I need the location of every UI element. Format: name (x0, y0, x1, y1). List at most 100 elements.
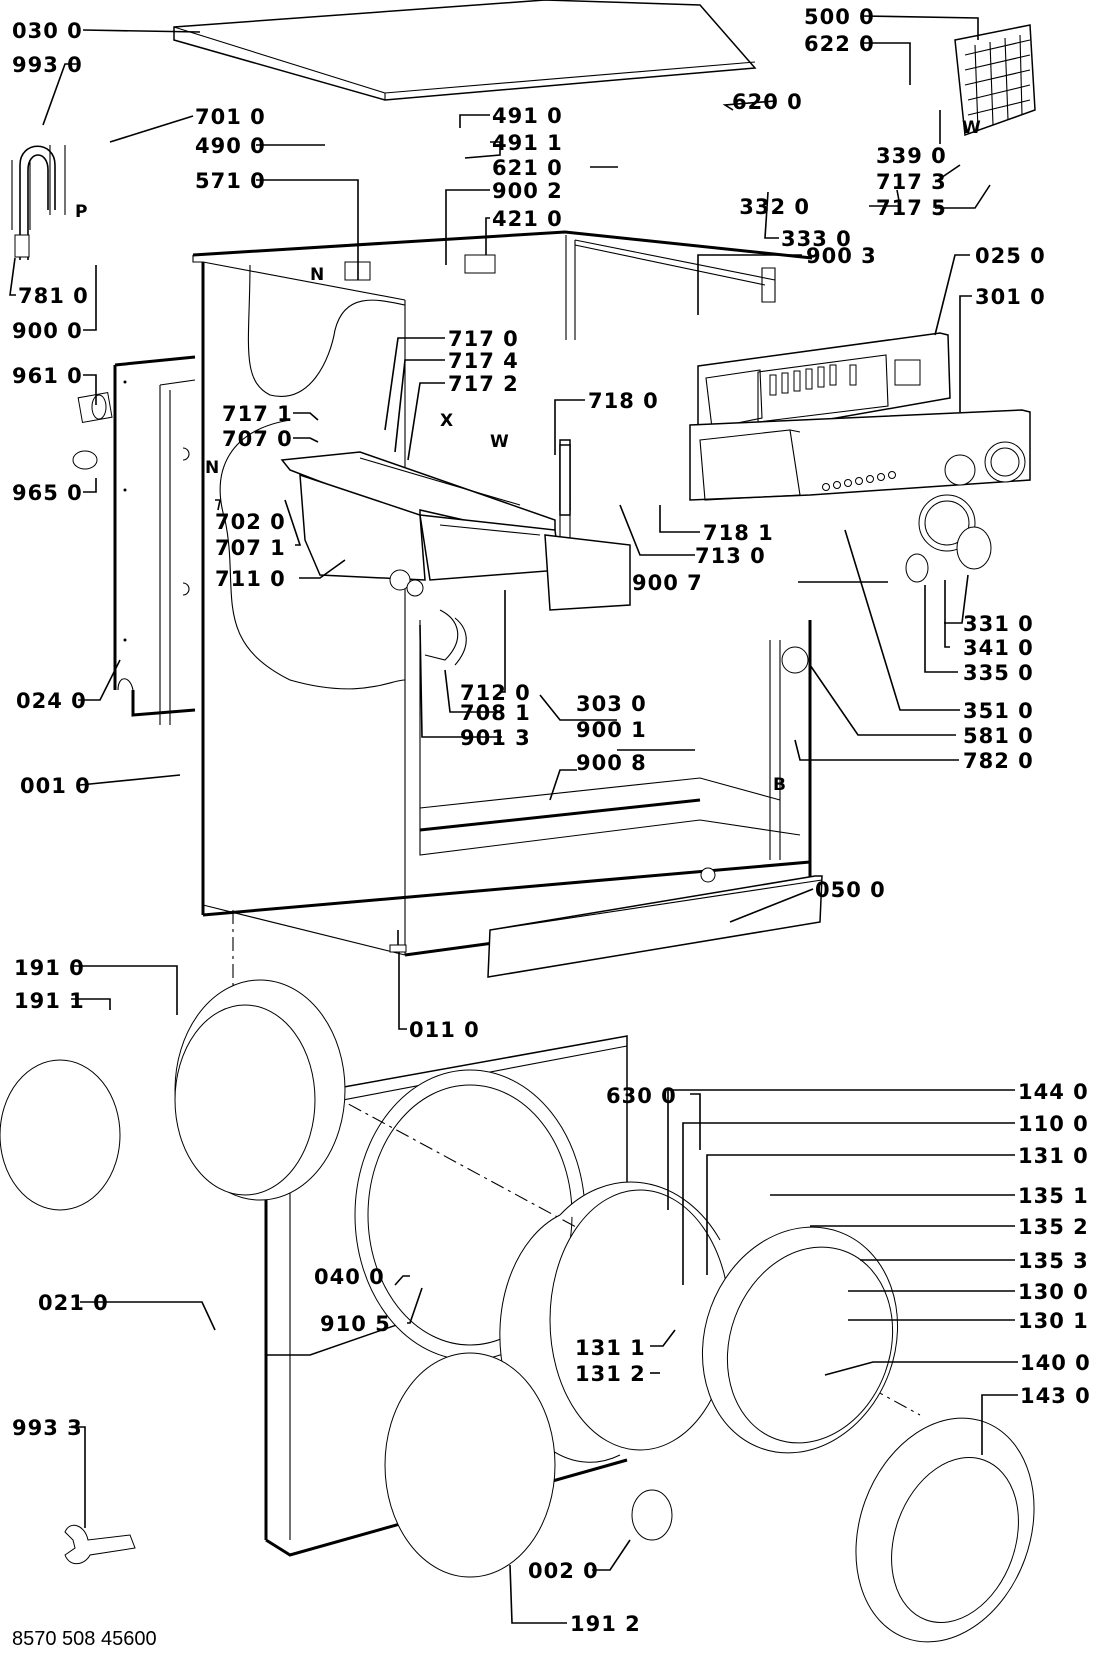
label-910-5: 910 5 (320, 1312, 391, 1336)
label-900-0: 900 0 (12, 319, 83, 343)
label-707-0: 707 0 (222, 427, 293, 451)
label-143-0: 143 0 (1020, 1384, 1091, 1408)
part-labels: 030 0 993 0 701 0 490 0 571 0 491 0 491 … (12, 5, 1091, 1636)
axis-line (229, 1039, 921, 1416)
label-782-0: 782 0 (963, 749, 1034, 773)
label-900-2: 900 2 (492, 179, 563, 203)
label-040-0: 040 0 (314, 1265, 385, 1289)
label-622-0: 622 0 (804, 32, 875, 56)
pump-filter (72, 391, 113, 470)
label-717-1: 717 1 (222, 402, 293, 426)
side-panel (113, 355, 196, 725)
label-341-0: 341 0 (963, 636, 1034, 660)
label-490-0: 490 0 (195, 134, 266, 158)
label-711-0: 711 0 (215, 567, 286, 591)
label-021-0: 021 0 (38, 1291, 109, 1315)
label-130-0: 130 0 (1018, 1280, 1089, 1304)
leader-lines (9, 15, 1018, 1624)
marker-letters: P N N X W W B (75, 118, 981, 795)
label-191-0: 191 0 (14, 956, 85, 980)
label-718-1: 718 1 (703, 521, 774, 545)
label-965-0: 965 0 (12, 481, 83, 505)
marker-n-inlet: N (205, 458, 219, 478)
label-011-0: 011 0 (409, 1018, 480, 1042)
door-glass (701, 1226, 899, 1454)
label-301-0: 301 0 (975, 285, 1046, 309)
label-110-0: 110 0 (1018, 1112, 1089, 1136)
label-131-0: 131 0 (1018, 1144, 1089, 1168)
control-panel-frame (697, 332, 951, 442)
detergent-dispenser (280, 451, 631, 611)
marker-b: B (773, 775, 786, 795)
label-993-3: 993 3 (12, 1416, 83, 1440)
label-331-0: 331 0 (963, 612, 1034, 636)
label-024-0: 024 0 (16, 689, 87, 713)
label-717-3: 717 3 (876, 170, 947, 194)
marker-n-valve: N (310, 265, 324, 285)
foot (389, 930, 407, 953)
document-number: 8570 508 45600 (12, 1628, 157, 1650)
door-seal (0, 979, 346, 1211)
label-332-0: 332 0 (739, 195, 810, 219)
label-581-0: 581 0 (963, 724, 1034, 748)
label-351-0: 351 0 (963, 699, 1034, 723)
water-valve (344, 254, 496, 281)
label-717-4: 717 4 (448, 349, 519, 373)
label-130-1: 130 1 (1018, 1309, 1089, 1333)
label-900-7: 900 7 (632, 571, 703, 595)
label-717-0: 717 0 (448, 327, 519, 351)
pressure-switch (781, 646, 809, 674)
marker-p: P (75, 202, 87, 222)
label-025-0: 025 0 (975, 244, 1046, 268)
label-050-0: 050 0 (815, 878, 886, 902)
label-708-1: 708 1 (460, 701, 531, 725)
label-191-2: 191 2 (570, 1612, 641, 1636)
label-718-0: 718 0 (588, 389, 659, 413)
label-335-0: 335 0 (963, 661, 1034, 685)
marker-x: X (440, 411, 453, 431)
label-900-8: 900 8 (576, 751, 647, 775)
inlet-hose (11, 145, 66, 260)
label-191-1: 191 1 (14, 989, 85, 1013)
kick-plate (487, 875, 823, 978)
label-717-2: 717 2 (448, 372, 519, 396)
label-144-0: 144 0 (1018, 1080, 1089, 1104)
label-140-0: 140 0 (1020, 1351, 1091, 1375)
label-303-0: 303 0 (576, 692, 647, 716)
label-900-3: 900 3 (806, 244, 877, 268)
label-620-0: 620 0 (732, 90, 803, 114)
label-135-1: 135 1 (1018, 1184, 1089, 1208)
label-339-0: 339 0 (876, 144, 947, 168)
label-901-3: 901 3 (460, 726, 531, 750)
switch-row (769, 364, 857, 396)
label-002-0: 002 0 (528, 1559, 599, 1583)
label-701-0: 701 0 (195, 105, 266, 129)
marker-w-dispenser: W (490, 432, 509, 452)
label-900-1: 900 1 (576, 718, 647, 742)
label-993-0: 993 0 (12, 53, 83, 77)
label-571-0: 571 0 (195, 169, 266, 193)
door-window-seal (384, 1352, 556, 1578)
spanner-tool (64, 1524, 136, 1565)
label-030-0: 030 0 (12, 19, 83, 43)
round-cap (631, 1489, 673, 1541)
label-500-0: 500 0 (804, 5, 875, 29)
knob-parts (905, 494, 992, 583)
label-707-1: 707 1 (215, 536, 286, 560)
label-131-2: 131 2 (575, 1362, 646, 1386)
top-cover (173, 0, 757, 101)
label-491-0: 491 0 (492, 104, 563, 128)
label-491-1: 491 1 (492, 131, 563, 155)
label-131-1: 131 1 (575, 1336, 646, 1360)
marker-w-programmer: W (962, 118, 981, 138)
label-421-0: 421 0 (492, 207, 563, 231)
label-630-0: 630 0 (606, 1084, 677, 1108)
label-713-0: 713 0 (695, 544, 766, 568)
door-outer-ring (855, 1417, 1035, 1643)
label-702-0: 702 0 (215, 510, 286, 534)
fascia-panel (689, 409, 1031, 501)
label-135-3: 135 3 (1018, 1249, 1089, 1273)
label-135-2: 135 2 (1018, 1215, 1089, 1239)
label-712-0: 712 0 (460, 681, 531, 705)
